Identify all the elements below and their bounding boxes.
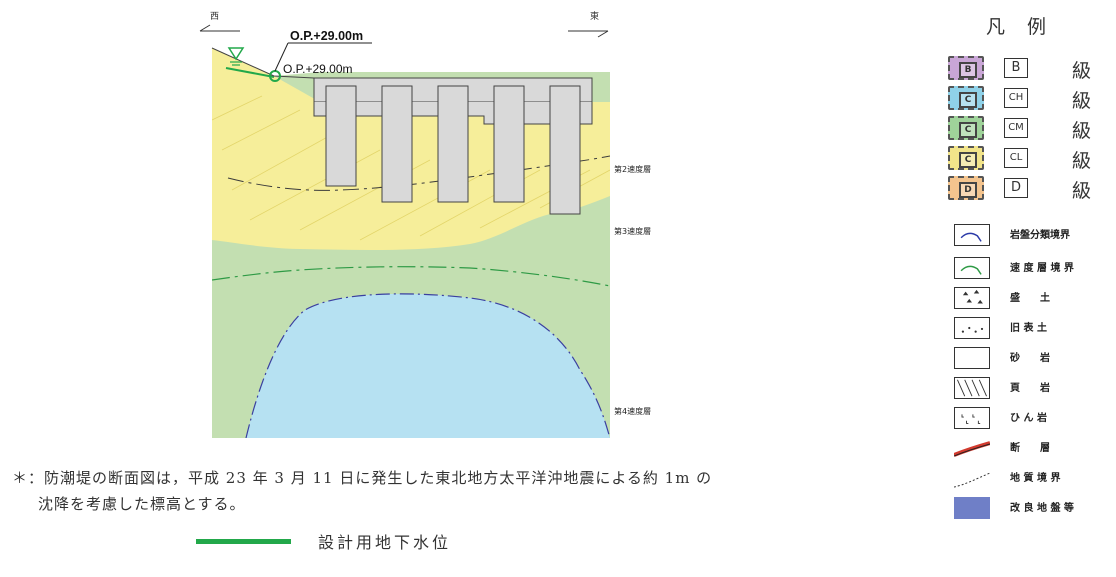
grade-cm-word: 級 — [1072, 120, 1092, 142]
grade-cl-swatch-letter: C — [959, 152, 977, 168]
improved-ground-icon — [954, 497, 990, 519]
grade-cm-code: CM — [1004, 118, 1028, 138]
legend-old-topsoil: 旧 表 土 — [940, 317, 1116, 345]
grade-ch-swatch-letter: C — [959, 92, 977, 108]
water-level-marker — [227, 47, 245, 66]
grade-d-swatch: D — [948, 176, 984, 200]
groundwater-level-line — [225, 67, 275, 78]
legend-title: 凡例 — [986, 16, 1069, 38]
direction-west-label: 西 — [210, 11, 219, 22]
groundwater-legend-label: 設計用地下水位 — [318, 533, 452, 552]
grade-cl-word: 級 — [1072, 150, 1092, 172]
west-arrow-icon — [199, 24, 240, 32]
grade-ch-swatch: C — [948, 86, 984, 110]
direction-east-label: 東 — [590, 10, 599, 22]
elevation-label-plain: O.P.+29.00m — [283, 62, 353, 76]
rock-class-boundary-icon — [954, 224, 990, 246]
legend-grade-cl: C CL 級 — [940, 146, 1116, 174]
velocity-layer-4-label: 第4速度層 — [614, 406, 651, 416]
note-line-2: 沈降を考慮した標高とする。 — [38, 495, 246, 513]
old-topsoil-label: 旧 表 土 — [1010, 323, 1047, 334]
legend-grade-cm: C CM 級 — [940, 116, 1116, 144]
legend-porphyrite: ひ ん 岩 — [940, 407, 1116, 435]
legend: 凡例 B B 級 C CH 級 C CM 級 C CL — [940, 0, 1116, 577]
fault-label: 断 層 — [1010, 443, 1050, 454]
grade-cm-swatch-letter: C — [959, 122, 977, 138]
fault-icon — [954, 441, 990, 457]
grade-b-code: B — [1004, 58, 1028, 78]
sky-area — [212, 42, 610, 76]
legend-velocity-boundary: 速 度 層 境 界 — [940, 257, 1116, 285]
velocity-boundary-3 — [212, 266, 610, 287]
ch-boundary-line — [245, 293, 610, 438]
legend-fault: 断 層 — [940, 437, 1116, 465]
grade-cm-swatch: C — [948, 116, 984, 140]
legend-sandstone: 砂 岩 — [940, 347, 1116, 375]
legend-shale: 頁 岩 — [940, 377, 1116, 405]
velocity-layer-2-label: 第2速度層 — [614, 164, 651, 174]
improved-ground-label: 改 良 地 盤 等 — [1010, 503, 1074, 514]
sandstone-label: 砂 岩 — [1010, 353, 1050, 364]
fill-soil-icon — [954, 287, 990, 309]
sandstone-icon — [954, 347, 990, 369]
legend-grade-d: D D 級 — [940, 176, 1116, 204]
porphyrite-label: ひ ん 岩 — [1010, 413, 1047, 424]
porphyrite-icon — [954, 407, 990, 429]
rock-class-boundary-label: 岩盤分類境界 — [1010, 230, 1070, 241]
grade-b-swatch: B — [948, 56, 984, 80]
rock-class-boundary — [227, 155, 610, 191]
steel-pipe-piles — [325, 85, 581, 215]
grade-ch-code: CH — [1004, 88, 1028, 108]
pile-5 — [549, 85, 581, 215]
grade-d-swatch-letter: D — [959, 182, 977, 198]
velocity-boundary-label: 速 度 層 境 界 — [1010, 263, 1074, 274]
velocity-layer-3-label: 第3速度層 — [614, 226, 651, 236]
pile-4 — [493, 85, 525, 203]
grade-ch-word: 級 — [1072, 90, 1092, 112]
grade-d-code: D — [1004, 178, 1028, 198]
grade-cl-swatch: C — [948, 146, 984, 170]
legend-improved-ground: 改 良 地 盤 等 — [940, 497, 1116, 525]
elevation-label-bold: O.P.+29.00m — [290, 29, 363, 43]
pile-1 — [325, 85, 357, 187]
velocity-layer-boundary-icon — [954, 257, 990, 279]
grade-d-word: 級 — [1072, 180, 1092, 202]
grade-b-word: 級 — [1072, 60, 1092, 82]
legend-grade-b: B B 級 — [940, 56, 1116, 84]
note-line-1: ＊：防潮堤の断面図は，平成 23 年 3 月 11 日に発生した東北地方太平洋沖… — [12, 469, 713, 487]
east-arrow-icon — [568, 30, 609, 38]
shale-icon — [954, 377, 990, 399]
legend-rock-class-boundary: 岩盤分類境界 — [940, 224, 1116, 252]
geologic-boundary-icon — [954, 472, 990, 488]
grade-b-swatch-letter: B — [959, 62, 977, 78]
fill-soil-label: 盛 土 — [1010, 293, 1050, 304]
grade-cl-code: CL — [1004, 148, 1028, 168]
ch-rock-zone — [246, 293, 610, 438]
geologic-boundary-label: 地 質 境 界 — [1010, 473, 1061, 484]
legend-geologic-boundary: 地 質 境 界 — [940, 467, 1116, 495]
pile-2 — [381, 85, 413, 203]
old-topsoil-icon — [954, 317, 990, 339]
pile-3 — [437, 85, 469, 203]
legend-fill-soil: 盛 土 — [940, 287, 1116, 315]
legend-grade-ch: C CH 級 — [940, 86, 1116, 114]
shale-label: 頁 岩 — [1010, 383, 1050, 394]
groundwater-legend-swatch — [196, 539, 291, 544]
